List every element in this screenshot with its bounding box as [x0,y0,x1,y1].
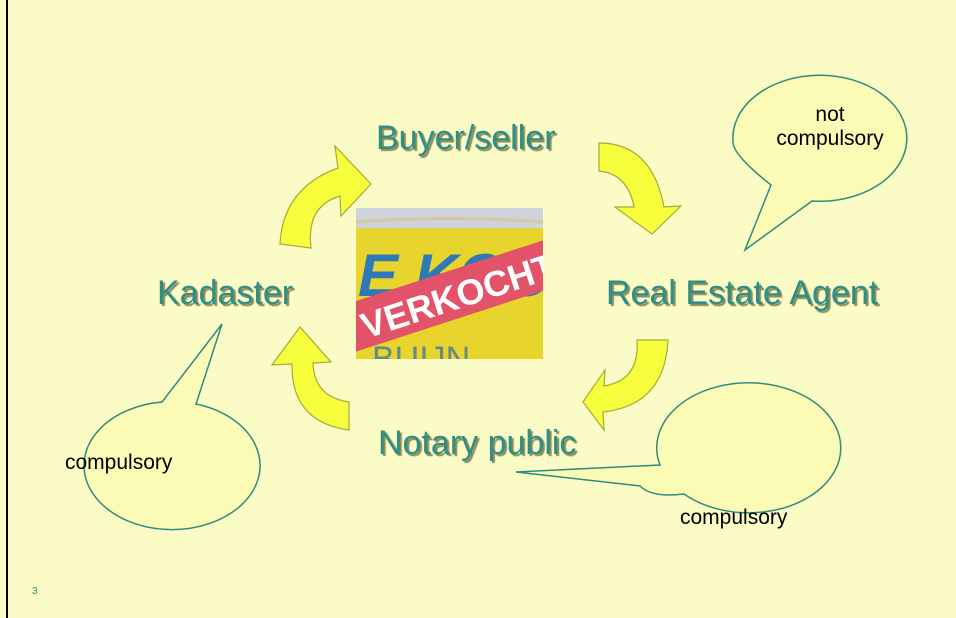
node-real-estate-agent: Real Estate Agent [606,274,879,312]
bubble-text-not-compulsory: not compulsory [776,103,884,151]
bubble-text-compulsory-kadaster: compulsory [65,451,173,474]
bubble-not-compulsory [732,74,908,253]
arrow-kadaster-to-buyer [279,144,372,249]
bubble-compulsory-kadaster [83,323,261,531]
bubble-compulsory-notary [515,382,842,514]
slide-left-border [6,0,8,618]
node-kadaster: Kadaster [157,274,294,312]
photo-verkocht-sign: E KOO BUIJN VERKOCHT [356,208,543,378]
svg-text:BUIJN: BUIJN [372,340,470,378]
bubble-text-compulsory-notary: compulsory [680,506,788,529]
node-buyer-seller: Buyer/seller [376,119,556,157]
arrow-notary-to-kadaster [270,326,350,431]
page-number: 3 [32,586,38,597]
arrow-agent-to-notary [582,339,669,432]
arrow-buyer-to-agent [598,142,683,235]
node-notary-public: Notary public [378,424,577,462]
